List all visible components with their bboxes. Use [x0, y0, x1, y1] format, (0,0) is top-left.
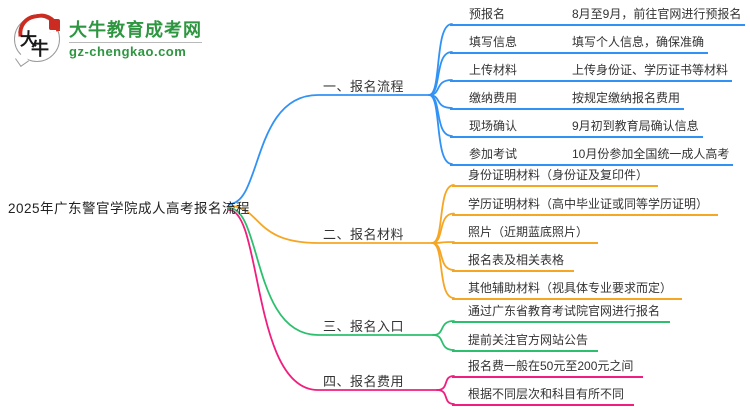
branch-curve — [428, 79, 453, 96]
flow-step-row: 现场确认 9月初到教育局确认信息 — [450, 118, 703, 138]
branch-curve — [428, 23, 453, 96]
logo-red-seal-icon — [49, 19, 60, 30]
flow-step-label: 参加考试 — [469, 147, 518, 161]
logo-text-block: 大牛教育成考网 gz-chengkao.com — [69, 20, 202, 59]
logo-divider — [69, 41, 202, 43]
logo-bubble-icon: 大 牛 — [14, 11, 61, 62]
branch-curve — [428, 94, 453, 165]
flow-step-row: 预报名 8月至9月，前往官网进行预报名 — [450, 6, 746, 26]
flow-step-label: 缴纳费用 — [469, 91, 518, 105]
branch-curve — [428, 94, 453, 137]
branch-label-2: 二、报名材料 — [323, 227, 405, 242]
mindmap-node: 根据不同层次和科目有所不同 — [452, 386, 635, 406]
mindmap-node: 通过广东省教育考试院官网进行报名 — [452, 303, 671, 323]
branch-label-3: 三、报名入口 — [323, 319, 405, 334]
flow-step-row: 填写信息 填写个人信息，确保准确 — [450, 34, 709, 54]
mindmap-node: 学历证明材料（高中毕业证或同等学历证明） — [452, 196, 719, 216]
branch-label-4: 四、报名费用 — [323, 374, 405, 389]
flow-step-detail: 10月份参加全国统一成人高考 — [572, 147, 730, 161]
flow-step-label: 预报名 — [469, 7, 506, 21]
branch-curve — [431, 212, 455, 244]
branch-curve — [432, 334, 455, 351]
branch-curve — [428, 94, 453, 109]
flow-step-row: 缴纳费用 按规定缴纳报名费用 — [450, 90, 685, 110]
mindmap-node: 其他辅助材料（视具体专业要求而定） — [452, 280, 683, 300]
branch-curve — [228, 94, 430, 205]
central-topic: 2025年广东警官学院成人高考报名流程 — [8, 201, 251, 216]
site-url: gz-chengkao.com — [69, 43, 187, 59]
mindmap-node: 身份证明材料（身份证及复印件） — [452, 167, 659, 187]
flow-step-detail: 填写个人信息，确保准确 — [572, 35, 705, 49]
branch-curve — [431, 242, 455, 271]
mindmap-node: 提前关注官方网站公告 — [452, 332, 599, 352]
branch-curve — [432, 320, 455, 336]
flow-step-row: 参加考试 10月份参加全国统一成人高考 — [450, 146, 734, 166]
flow-step-detail: 9月初到教育局确认信息 — [572, 119, 699, 133]
branch-curve — [431, 242, 455, 299]
mindmap-node: 报名表及相关表格 — [452, 252, 575, 272]
site-logo: 大 牛 大牛教育成考网 gz-chengkao.com — [14, 11, 202, 62]
flow-step-label: 现场确认 — [469, 119, 518, 133]
flow-step-row: 上传材料 上传身份证、学历证书等材料 — [450, 62, 733, 82]
flow-step-detail: 按规定缴纳报名费用 — [572, 91, 681, 105]
flow-step-label: 填写信息 — [469, 35, 518, 49]
flow-step-label: 上传材料 — [469, 63, 518, 77]
logo-char-2: 牛 — [31, 39, 49, 59]
site-name: 大牛教育成考网 — [69, 19, 202, 40]
logo-characters: 大 牛 — [15, 17, 59, 61]
flow-step-detail: 8月至9月，前往官网进行预报名 — [572, 7, 742, 21]
branch-label-1: 一、报名流程 — [323, 79, 405, 94]
mindmap-node: 报名费一般在50元至200元之间 — [452, 358, 644, 378]
branch-curve — [431, 184, 455, 244]
mindmap-node: 照片（近期蓝底照片） — [452, 224, 599, 244]
branch-curve — [428, 51, 453, 96]
flow-step-detail: 上传身份证、学历证书等材料 — [572, 63, 729, 77]
branch-curve — [431, 241, 455, 244]
logo-char-1: 大 — [20, 30, 37, 49]
